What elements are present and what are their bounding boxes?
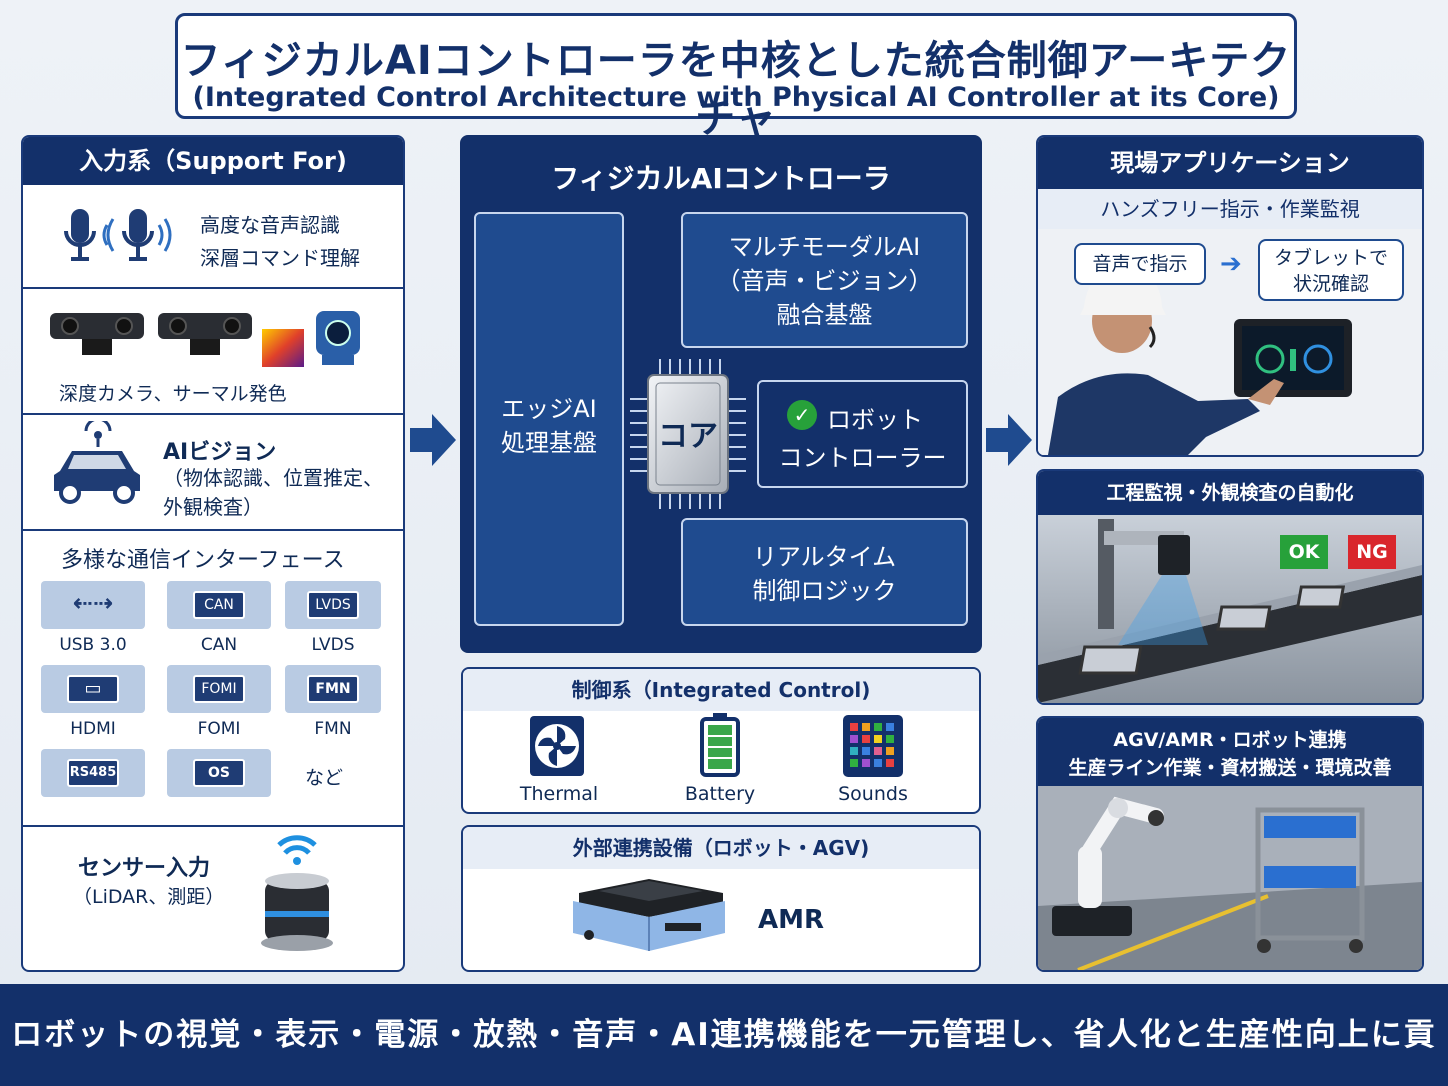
hdmi-label: HDMI [41,719,145,739]
realtime-line-2: 制御ロジック [683,574,966,608]
control-panel: 制御系（Integrated Control) Thermal Bat [461,667,981,814]
vision-title: AIビジョン [163,434,276,466]
fomi-interface: FOMI [167,665,271,713]
core-label: コア [648,411,728,455]
lvds-label: LVDS [281,635,385,655]
tablet-line-2: 状況確認 [1260,271,1402,297]
battery-icon [700,713,740,781]
inspection-title: 工程監視・外観検査の自動化 [1038,471,1422,515]
os-interface: OS [167,749,271,797]
lvds-icon: LVDS [307,591,359,619]
microphone-icon [63,205,183,273]
apps-panel: 現場アプリケーション ハンズフリー指示・作業監視 音声で指示 ➔ タブレットで … [1036,135,1424,457]
usb-interface: ⇠⇢ [41,581,145,629]
rs485-interface: RS485 [41,749,145,797]
control-header: 制御系（Integrated Control) [463,669,979,711]
lidar-icon [255,831,339,959]
controller-panel: フィジカルAIコントローラ エッジAI 処理基盤 マルチモーダルAI （音声・ビ… [460,135,982,653]
inspection-panel: 工程監視・外観検査の自動化 OK NG [1036,469,1424,705]
rs485-icon: RS485 [67,759,119,787]
etc-label: など [305,763,343,790]
multimodal-line-1: マルチモーダルAI [683,230,966,264]
ng-badge: NG [1348,535,1396,569]
robot-line-1: ロボット [827,400,923,435]
ok-badge: OK [1280,535,1328,569]
depth-camera-icon [48,307,368,375]
controller-title: フィジカルAIコントローラ [460,157,982,197]
bottom-banner: ロボットの視覚・表示・電源・放熱・音声・AI連携機能を一元管理し、省人化と生産性… [0,984,1448,1086]
apps-header: 現場アプリケーション [1038,137,1422,189]
fmn-interface: FMN [285,665,381,713]
can-interface: CAN [167,581,271,629]
input-panel: 入力系（Support For) 高度な音声認識 深層コマンド理解 [21,135,405,972]
fmn-label: FMN [281,719,385,739]
usb-label: USB 3.0 [41,635,145,655]
sounds-label: Sounds [825,783,921,805]
voice-line-2: 深層コマンド理解 [200,242,360,275]
sensor-title: センサー入力 [78,850,210,882]
fmn-icon: FMN [307,675,359,703]
sensor-sub: （LiDAR、測距） [73,882,224,909]
agv-photo [1038,786,1422,970]
battery-label: Battery [672,783,768,805]
speech-bubble-tablet: タブレットで 状況確認 [1258,239,1404,301]
can-icon: CAN [193,591,245,619]
handsfree-title: ハンズフリー指示・作業監視 [1038,189,1422,229]
lvds-interface: LVDS [285,581,381,629]
divider [23,825,403,827]
usb-icon: ⇠⇢ [41,589,145,617]
edge-line-1: エッジAI [476,392,622,426]
camera-caption: 深度カメラ、サーマル発色 [59,379,287,406]
input-header: 入力系（Support For) [23,137,403,185]
handsfree-photo: 音声で指示 ➔ タブレットで 状況確認 [1038,229,1422,455]
external-header: 外部連携設備（ロボット・AGV) [463,827,979,869]
speech-bubble-voice: 音声で指示 [1074,243,1206,285]
divider [23,529,403,531]
realtime-box: リアルタイム 制御ロジック [681,518,968,626]
car-icon [50,421,145,509]
inspection-photo: OK NG [1038,515,1422,703]
os-icon: OS [193,759,245,787]
arrow-right-icon: ➔ [1220,249,1242,279]
multimodal-line-2: （音声・ビジョン） [683,264,966,298]
divider [23,413,403,415]
can-label: CAN [167,635,271,655]
fomi-icon: FOMI [193,675,245,703]
arrow-right-icon [986,412,1032,472]
external-panel: 外部連携設備（ロボット・AGV) AMR [461,825,981,972]
comm-title: 多様な通信インターフェース [61,542,345,574]
hdmi-interface: ▭ [41,665,145,713]
fomi-label: FOMI [167,719,271,739]
page-subtitle: (Integrated Control Architecture with Ph… [178,82,1294,113]
divider [23,287,403,289]
arrow-right-icon [410,412,456,472]
multimodal-box: マルチモーダルAI （音声・ビジョン） 融合基盤 [681,212,968,348]
tablet-line-1: タブレットで [1260,245,1402,271]
robot-line-2: コントローラー [759,438,966,473]
multimodal-line-3: 融合基盤 [683,298,966,332]
vision-line-2: 外観検査） [163,493,383,522]
title-box: フィジカルAIコントローラを中核とした統合制御アーキテクチャ (Integrat… [175,13,1297,119]
agv-panel: AGV/AMR・ロボット連携 生産ライン作業・資材搬送・環境改善 [1036,716,1424,972]
agv-title-line-1: AGV/AMR・ロボット連携 [1038,726,1422,754]
vision-line-1: （物体認識、位置推定、 [163,464,383,493]
agv-title-line-2: 生産ライン作業・資材搬送・環境改善 [1038,754,1422,782]
amr-robot-icon [569,879,729,957]
amr-label: AMR [758,905,824,935]
robot-controller-box: ✓ ロボット コントローラー [757,380,968,488]
edge-ai-box: エッジAI 処理基盤 [474,212,624,626]
realtime-line-1: リアルタイム [683,540,966,574]
voice-line-1: 高度な音声認識 [200,209,360,242]
check-icon: ✓ [787,400,817,430]
fan-icon [529,715,585,781]
edge-line-2: 処理基盤 [476,426,622,460]
thermal-label: Thermal [511,783,607,805]
hdmi-icon: ▭ [67,675,119,703]
sounds-grid-icon [843,715,903,781]
